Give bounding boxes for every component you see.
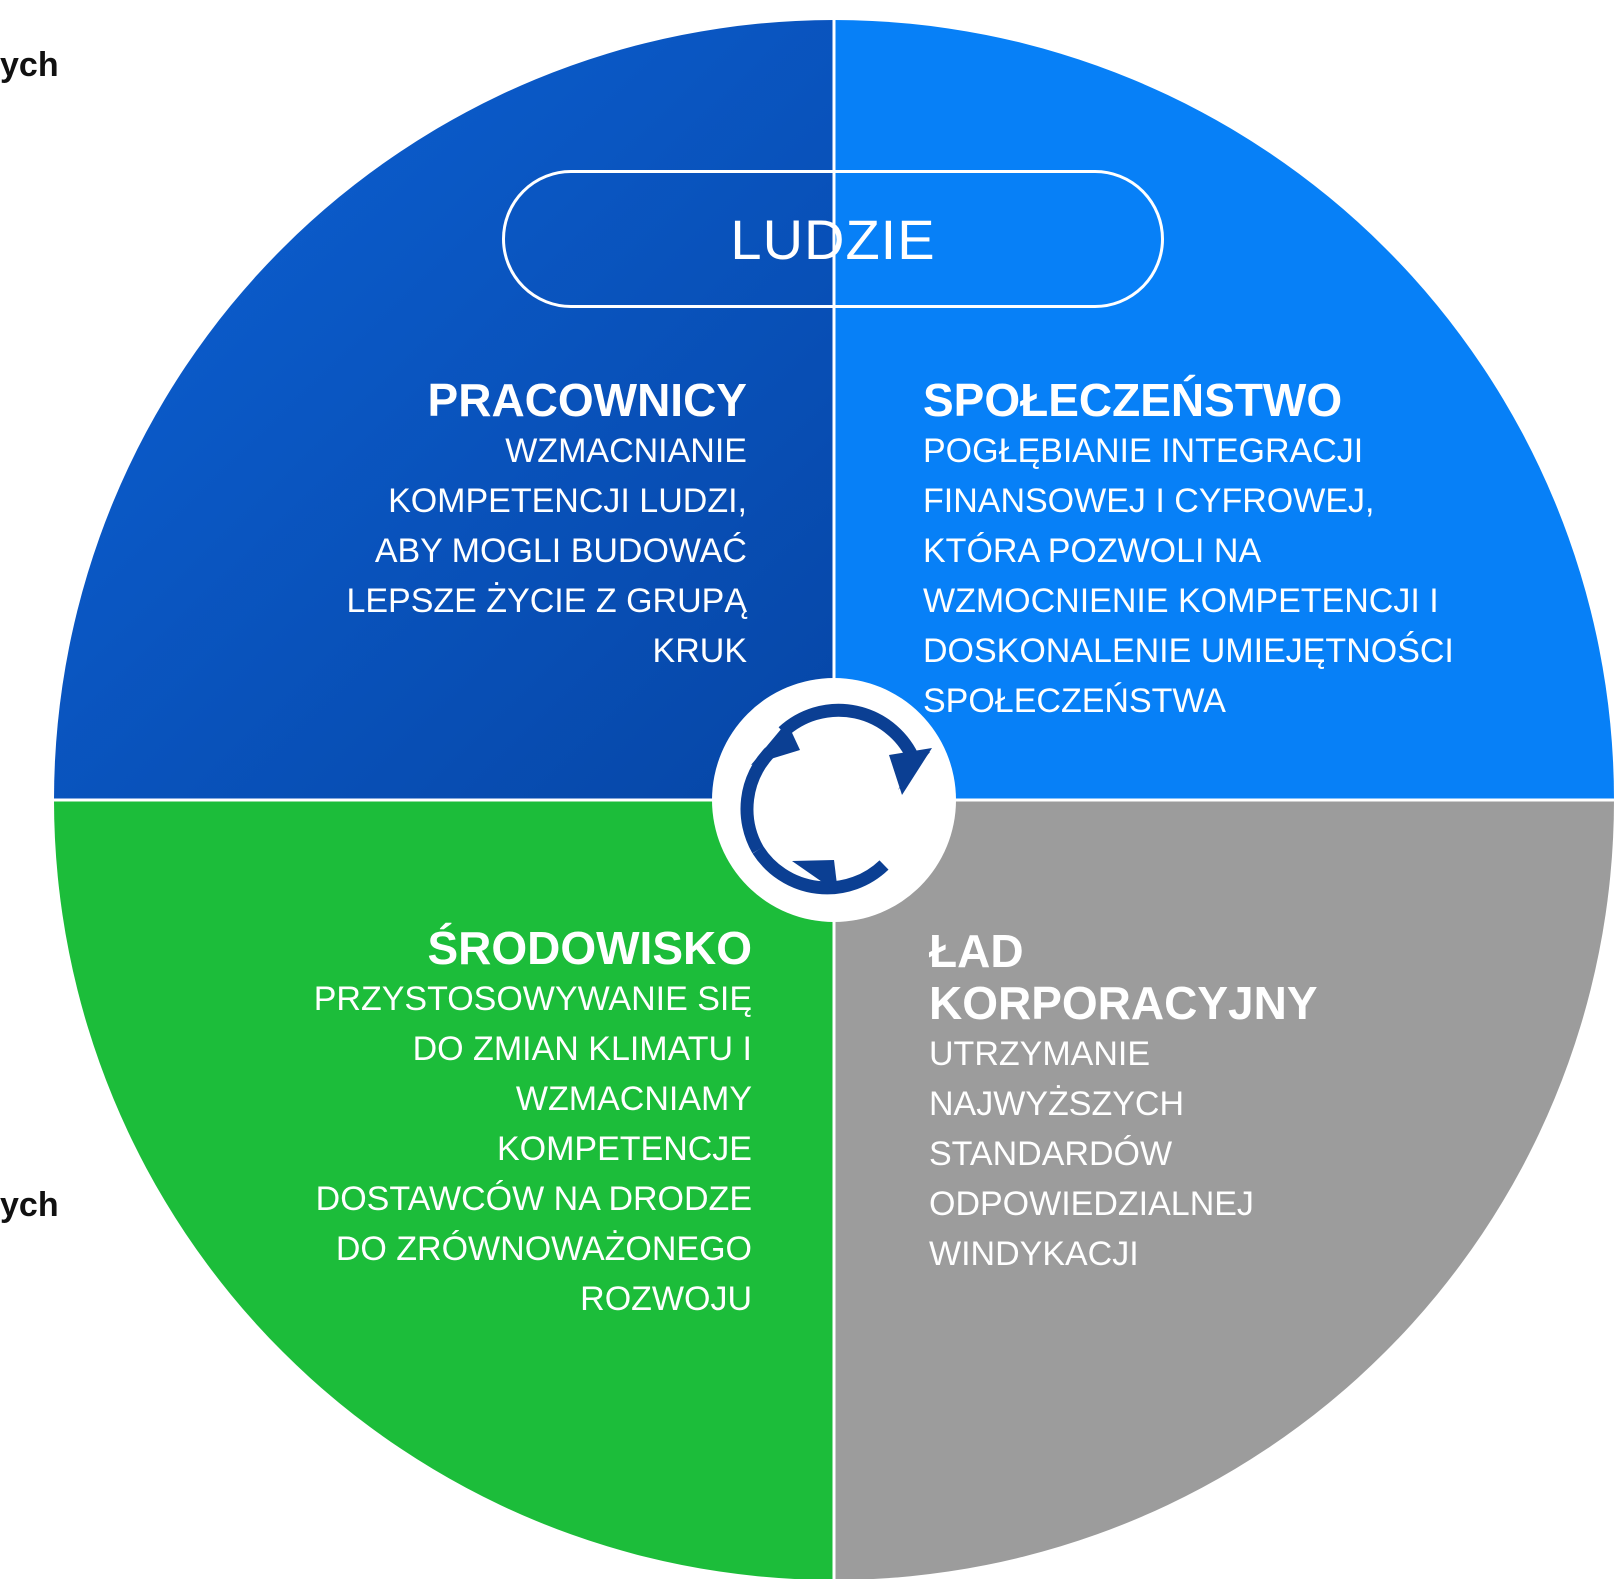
- spoleczenstwo-block: SPOŁECZEŃSTWO POGŁĘBIANIE INTEGRACJI FIN…: [923, 374, 1454, 726]
- spoleczenstwo-body: POGŁĘBIANIE INTEGRACJI FINANSOWEJ I CYFR…: [923, 432, 1454, 720]
- pracownicy-title: PRACOWNICY: [427, 374, 747, 426]
- edge-fragment-top: ych: [0, 46, 59, 84]
- srodowisko-block: ŚRODOWISKO PRZYSTOSOWYWANIE SIĘ DO ZMIAN…: [314, 922, 752, 1324]
- ludzie-label: LUDZIE: [502, 170, 1164, 308]
- pracownicy-block: PRACOWNICY WZMACNIANIE KOMPETENCJI LUDZI…: [346, 374, 747, 676]
- lad-title: ŁAD KORPORACYJNY: [929, 925, 1318, 1029]
- pracownicy-body: WZMACNIANIE KOMPETENCJI LUDZI, ABY MOGLI…: [346, 432, 747, 670]
- edge-fragment-bottom: ych: [0, 1186, 59, 1224]
- srodowisko-body: PRZYSTOSOWYWANIE SIĘ DO ZMIAN KLIMATU I …: [313, 980, 752, 1318]
- cycle-arrows-icon: [712, 678, 956, 922]
- spoleczenstwo-title: SPOŁECZEŃSTWO: [923, 374, 1343, 426]
- srodowisko-title: ŚRODOWISKO: [427, 922, 752, 974]
- lad-block: ŁAD KORPORACYJNY UTRZYMANIE NAJWYŻSZYCH …: [929, 925, 1318, 1279]
- lad-body: UTRZYMANIE NAJWYŻSZYCH STANDARDÓW ODPOWI…: [929, 1035, 1254, 1273]
